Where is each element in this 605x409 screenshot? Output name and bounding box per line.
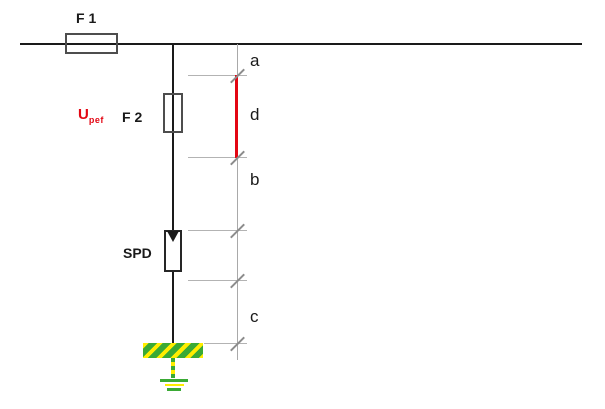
- label-f2: F 2: [122, 109, 143, 125]
- spd-arrow-icon: [167, 231, 179, 242]
- earth-symbol-bar-2: [165, 384, 184, 386]
- earth-symbol-bar-1: [160, 379, 188, 382]
- label-upef: Upef: [78, 107, 104, 125]
- fuse-f1-symbol: [65, 33, 118, 54]
- label-f1: F 1: [76, 10, 97, 26]
- extension-line-1: [188, 75, 247, 76]
- extension-line-5: [204, 343, 247, 344]
- fuse-f2-symbol: [163, 93, 183, 133]
- extension-line-2: [188, 157, 247, 158]
- pe-busbar: [143, 343, 203, 358]
- extension-line-3: [188, 230, 247, 231]
- label-segment-b: b: [250, 170, 260, 189]
- highlighted-distance-d-segment: [235, 75, 238, 158]
- top-bus-conductor: [20, 43, 582, 45]
- earth-symbol-bar-3: [167, 388, 181, 391]
- label-upef-main: U: [78, 106, 89, 123]
- label-segment-c: c: [250, 307, 259, 326]
- branch-conductor-lower: [172, 272, 174, 344]
- label-upef-subscript: pef: [88, 115, 104, 125]
- label-segment-d: d: [250, 105, 260, 124]
- branch-conductor-upper: [172, 43, 174, 232]
- label-spd: SPD: [123, 245, 152, 261]
- extension-line-4: [188, 280, 247, 281]
- dimension-line: [237, 44, 238, 360]
- label-segment-a: a: [250, 51, 260, 70]
- earth-lead-dashed: [171, 358, 175, 378]
